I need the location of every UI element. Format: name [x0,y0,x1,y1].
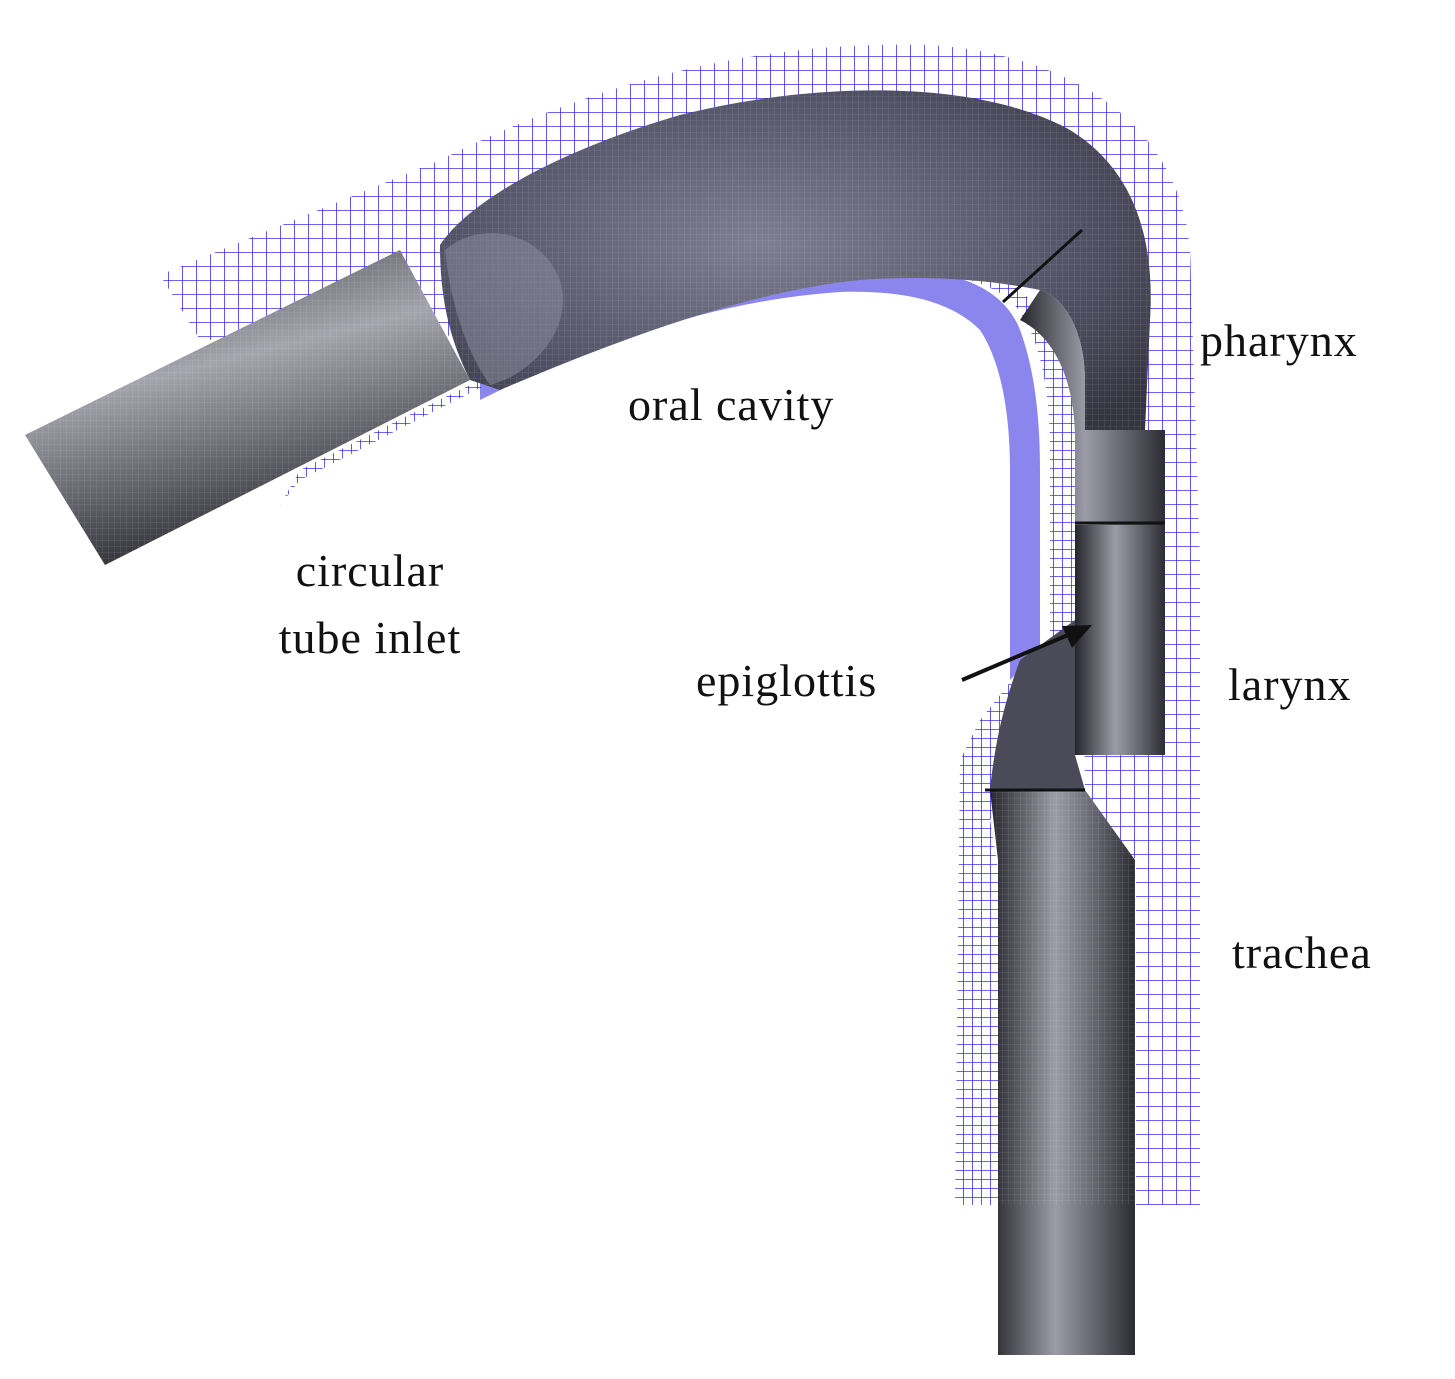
label-oral-cavity: oral cavity [628,379,835,430]
label-epiglottis: epiglottis [696,655,878,706]
cavity-inner-bulge [445,233,563,385]
label-pharynx: pharynx [1200,315,1358,366]
label-trachea: trachea [1232,927,1372,978]
epiglottis-arrow [961,630,1076,682]
epiglottis-region [990,620,1085,790]
mesh-inner-rim [480,268,1040,680]
divider-oral-pharynx [1001,228,1084,304]
label-larynx: larynx [1228,659,1352,710]
label-circular-line1: circular [295,545,445,596]
label-tube-inlet-line2: tube inlet [278,612,462,663]
larynx-tube [1075,525,1165,755]
pharynx-tube [1020,290,1165,525]
epiglottis-arrowhead [1062,625,1092,648]
